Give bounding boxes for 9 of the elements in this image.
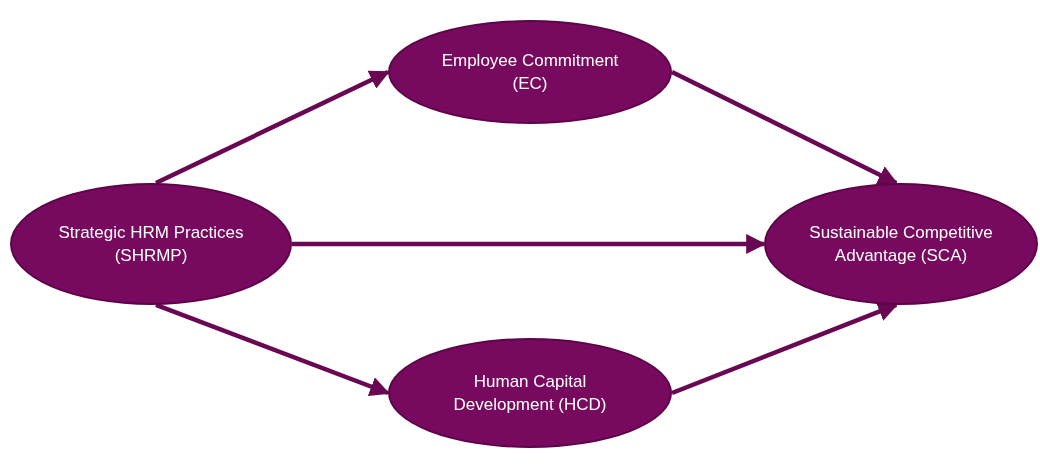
- arrow: [671, 70, 898, 186]
- node-label: Human Capital Development (HCD): [452, 371, 608, 416]
- node-label: Strategic HRM Practices (SHRMP): [57, 222, 245, 267]
- arrow: [671, 302, 899, 396]
- node-label: Employee Commitment (EC): [440, 50, 620, 95]
- arrow: [155, 302, 390, 396]
- node-label: Sustainable Competitive Advantage (SCA): [808, 222, 994, 267]
- arrow: [154, 69, 390, 186]
- arrow: [292, 234, 766, 254]
